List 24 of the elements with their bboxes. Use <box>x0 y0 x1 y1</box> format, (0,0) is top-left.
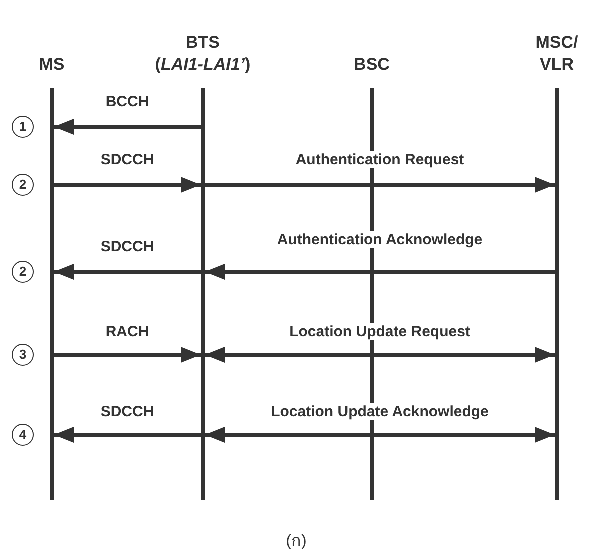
lifeline-header: MS <box>38 54 66 76</box>
edge-label: Location Update Request <box>288 324 472 340</box>
step-number: 2 <box>12 261 34 283</box>
edge-label: Authentication Request <box>294 152 466 168</box>
arrow <box>205 347 555 363</box>
arrow <box>205 264 555 280</box>
lifeline-header: BTS <box>185 32 221 54</box>
edge-label: Authentication Acknowledge <box>275 232 485 248</box>
lifeline-header: MSC/ VLR <box>534 32 580 76</box>
lifeline-header: (LAI1-LAI1’) <box>154 54 252 76</box>
arrow <box>54 347 201 363</box>
step-number: 2 <box>12 174 34 196</box>
arrow <box>54 177 201 193</box>
lifeline-header: BSC <box>353 54 391 76</box>
arrow <box>54 119 201 135</box>
step-number: 1 <box>12 116 34 138</box>
arrow <box>54 427 201 443</box>
edge-label: Location Update Acknowledge <box>269 404 491 420</box>
arrow <box>205 177 555 193</box>
caption: (ก) <box>286 532 307 549</box>
step-number: 3 <box>12 344 34 366</box>
step-number: 4 <box>12 424 34 446</box>
arrow <box>54 264 201 280</box>
arrow <box>205 427 555 443</box>
